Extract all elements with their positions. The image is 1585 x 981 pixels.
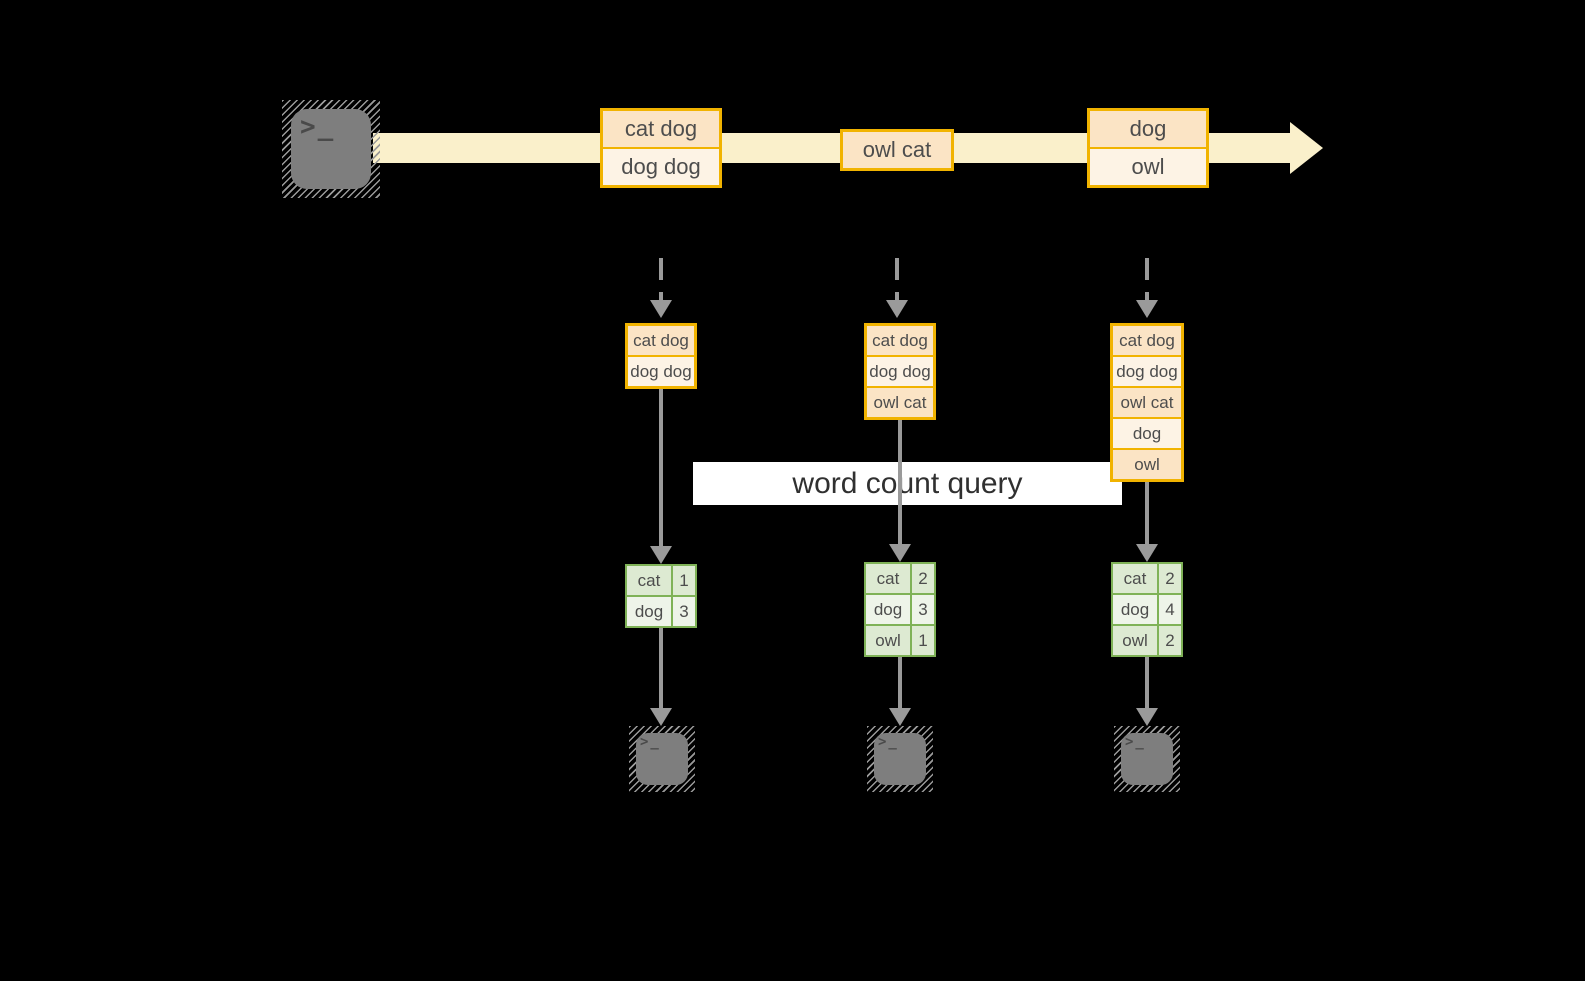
stream-arrowhead bbox=[1290, 122, 1323, 174]
stream-event-cell: dog bbox=[1090, 111, 1206, 147]
arrow-line bbox=[898, 418, 902, 544]
arrow-head bbox=[1136, 544, 1158, 562]
dashed-arrow-line bbox=[659, 258, 663, 300]
dashed-arrow-head bbox=[1136, 300, 1158, 318]
stream-event-cell: cat dog bbox=[603, 111, 719, 147]
arrow-head bbox=[889, 708, 911, 726]
arrow-head bbox=[889, 544, 911, 562]
word-cell: dog bbox=[1113, 595, 1157, 624]
output-terminal-icon: >_ bbox=[629, 726, 695, 792]
arrow-line bbox=[659, 387, 663, 546]
buffered-event-cell: dog dog bbox=[867, 357, 933, 386]
stream-event-cell: owl bbox=[1090, 149, 1206, 185]
terminal-prompt-glyph: >_ bbox=[300, 112, 336, 142]
output-terminal-icon: >_ bbox=[867, 726, 933, 792]
dashed-arrow-line bbox=[1145, 258, 1149, 300]
buffered-event-cell: owl bbox=[1113, 450, 1181, 479]
buffered-event-cell: owl cat bbox=[1113, 388, 1181, 417]
arrow-head bbox=[650, 708, 672, 726]
word-count-query-label: word count query bbox=[693, 462, 1122, 505]
count-cell: 2 bbox=[912, 564, 934, 593]
dashed-arrow-line bbox=[895, 258, 899, 300]
arrow-head bbox=[650, 546, 672, 564]
arrow-line bbox=[1145, 657, 1149, 708]
word-cell: dog bbox=[627, 597, 671, 626]
buffered-event-cell: cat dog bbox=[1113, 326, 1181, 355]
buffered-event-cell: dog dog bbox=[628, 357, 694, 386]
stream-event-box: owl cat bbox=[840, 129, 954, 171]
count-cell: 3 bbox=[912, 595, 934, 624]
arrow-head bbox=[1136, 708, 1158, 726]
word-cell: dog bbox=[866, 595, 910, 624]
count-cell: 2 bbox=[1159, 626, 1181, 655]
stream-event-cell: owl cat bbox=[843, 132, 951, 168]
arrow-line bbox=[1145, 482, 1149, 544]
count-cell: 1 bbox=[673, 566, 695, 595]
word-cell: owl bbox=[866, 626, 910, 655]
source-terminal-icon: >_ bbox=[282, 100, 380, 198]
output-terminal-icon: >_ bbox=[1114, 726, 1180, 792]
terminal-prompt-glyph: >_ bbox=[878, 734, 899, 750]
word-cell: cat bbox=[627, 566, 671, 595]
count-cell: 4 bbox=[1159, 595, 1181, 624]
count-cell: 3 bbox=[673, 597, 695, 626]
dashed-arrow-head bbox=[886, 300, 908, 318]
buffered-event-cell: cat dog bbox=[628, 326, 694, 355]
buffered-event-cell: cat dog bbox=[867, 326, 933, 355]
word-cell: cat bbox=[1113, 564, 1157, 593]
terminal-body bbox=[291, 109, 371, 189]
stream-event-cell: dog dog bbox=[603, 149, 719, 185]
count-cell: 1 bbox=[912, 626, 934, 655]
buffered-event-cell: owl cat bbox=[867, 388, 933, 417]
buffered-event-cell: dog bbox=[1113, 419, 1181, 448]
terminal-prompt-glyph: >_ bbox=[1125, 734, 1146, 750]
terminal-prompt-glyph: >_ bbox=[640, 734, 661, 750]
word-cell: owl bbox=[1113, 626, 1157, 655]
dashed-arrow-head bbox=[650, 300, 672, 318]
arrow-line bbox=[659, 628, 663, 708]
arrow-line bbox=[898, 657, 902, 708]
buffered-event-cell: dog dog bbox=[1113, 357, 1181, 386]
terminal-body bbox=[874, 733, 926, 785]
terminal-body bbox=[636, 733, 688, 785]
count-cell: 2 bbox=[1159, 564, 1181, 593]
terminal-body bbox=[1121, 733, 1173, 785]
word-cell: cat bbox=[866, 564, 910, 593]
